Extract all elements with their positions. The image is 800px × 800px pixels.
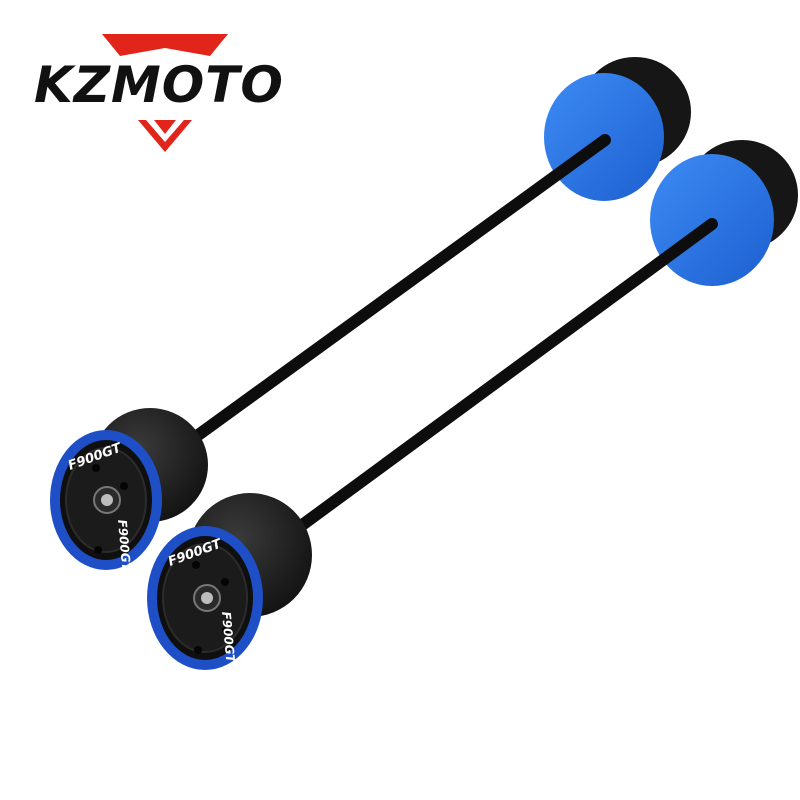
axle-slider-back: F900GT F900GT — [50, 57, 691, 572]
brand-name: KZMOTO — [34, 56, 284, 114]
engraving-label: F900GT — [219, 611, 237, 664]
engraving-label: F900GT — [115, 519, 133, 572]
axle-slider-front: F900GT F900GT — [147, 140, 798, 670]
chevron-emblem-icon — [102, 34, 228, 152]
brand-logo: KZMOTO — [30, 34, 320, 154]
